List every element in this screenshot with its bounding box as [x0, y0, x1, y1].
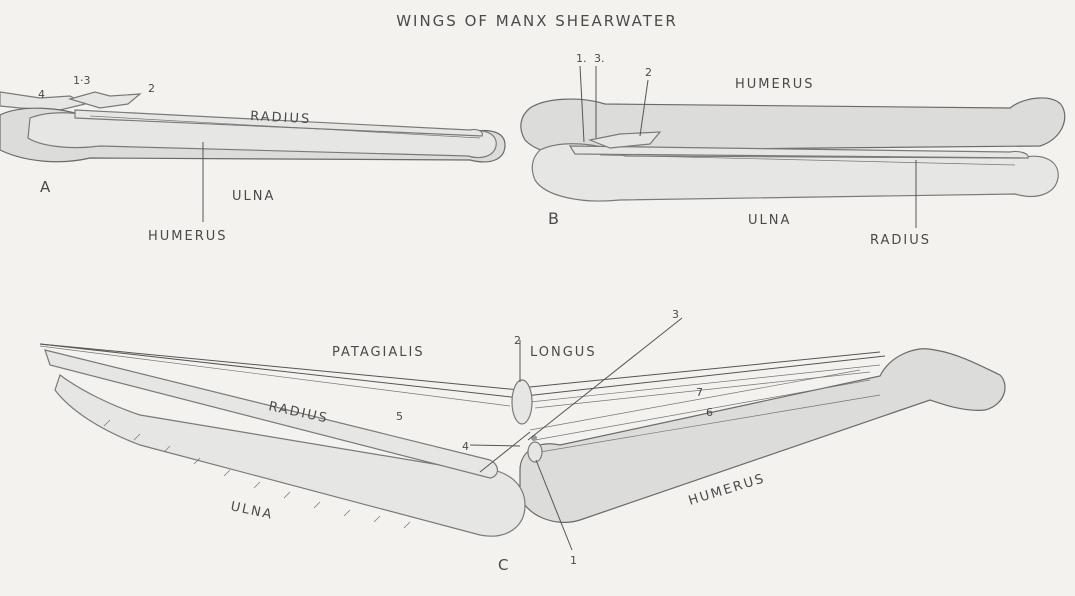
radius-label-b: RADIUS	[870, 233, 931, 248]
longus-label: LONGUS	[530, 345, 597, 360]
figure-a: RADIUS ULNA HUMERUS A 4 1·3 2	[0, 74, 505, 244]
figure-c: PATAGIALIS LONGUS RADIUS ULNA HUMERUS C …	[40, 308, 1005, 574]
label-a-n2: 2	[148, 82, 155, 95]
label-c-n4: 4	[462, 440, 469, 453]
label-b-n1: 1.	[576, 52, 587, 65]
humerus-label-b: HUMERUS	[735, 77, 815, 92]
ulna-label-c: ULNA	[229, 499, 275, 523]
figure-b-letter: B	[548, 209, 561, 228]
label-c-n2: 2	[514, 334, 521, 347]
label-b-n3: 3.	[594, 52, 605, 65]
figure-a-letter: A	[40, 178, 52, 196]
figure-c-letter: C	[498, 556, 510, 574]
humerus-bone-c	[520, 349, 1005, 523]
label-c-n6: 6	[706, 406, 713, 419]
figure-b: 1. 3. 2 HUMERUS ULNA RADIUS B	[521, 52, 1065, 248]
plate-title: WINGS OF MANX SHEARWATER	[396, 12, 678, 30]
label-c-n3: 3	[672, 308, 679, 321]
label-c-n7: 7	[696, 386, 703, 399]
humerus-label-a: HUMERUS	[148, 229, 228, 244]
ulna-label-b: ULNA	[748, 213, 791, 228]
label-c-n5: 5	[396, 410, 403, 423]
ulna-label-a: ULNA	[232, 189, 275, 204]
patagialis-label: PATAGIALIS	[332, 345, 425, 360]
label-b-n2: 2	[645, 66, 652, 79]
label-a-n4: 4	[38, 88, 45, 101]
label-c-n1: 1	[570, 554, 577, 567]
label-a-n1-3: 1·3	[73, 74, 91, 87]
radius-label-a: RADIUS	[250, 109, 312, 127]
